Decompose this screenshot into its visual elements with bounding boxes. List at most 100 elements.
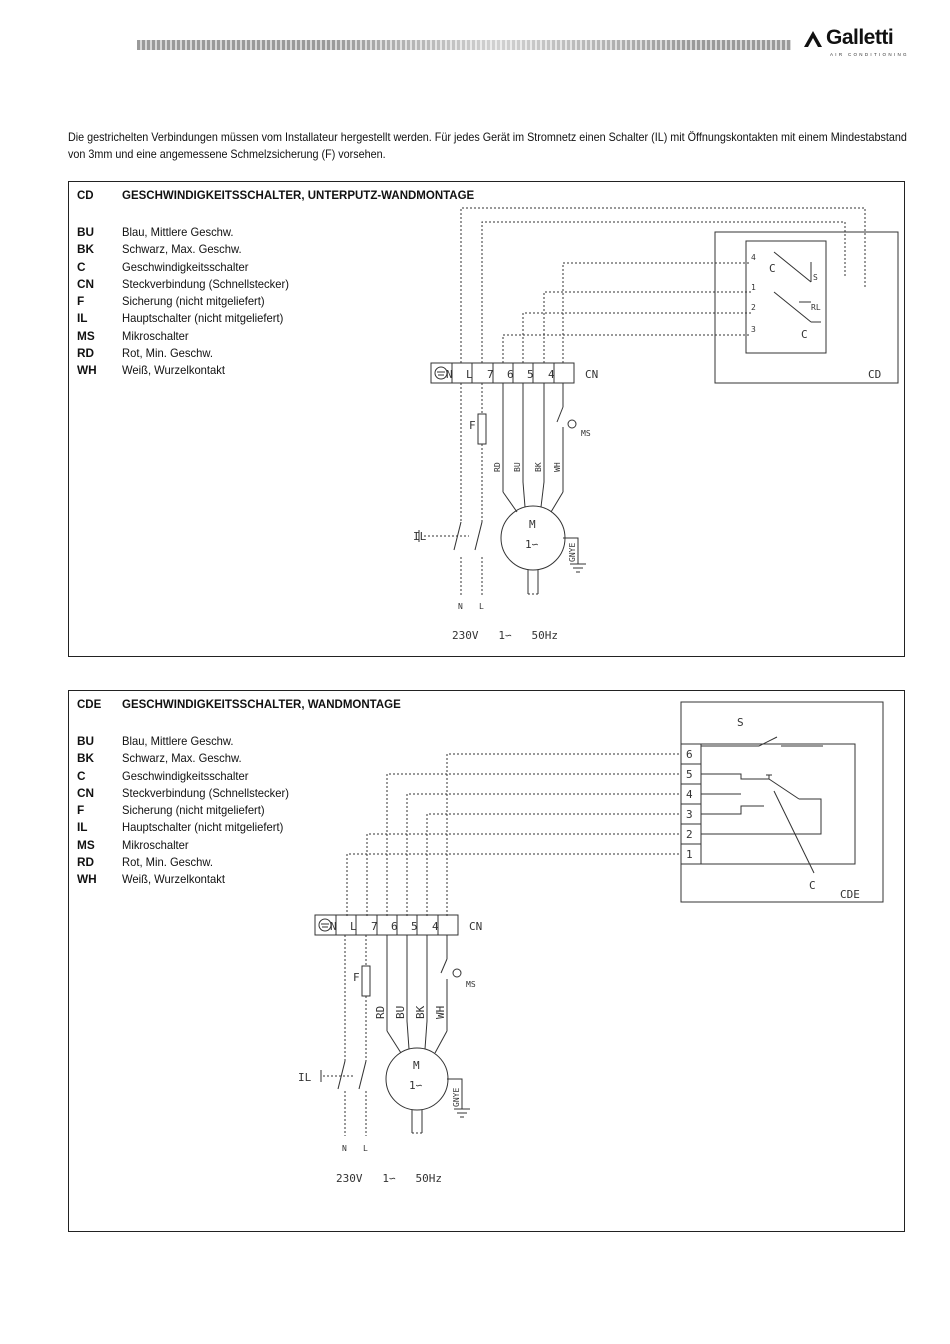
switch-label: RL [811, 303, 821, 312]
supply-label: 230V 1∽ 50Hz [452, 629, 558, 642]
legend-key: MS [77, 837, 95, 852]
microswitch-icon [452, 968, 462, 978]
legend-item: F Sicherung (nicht mitgeliefert) [77, 802, 298, 819]
brand-name: Galletti [826, 26, 894, 49]
legend-value: Sicherung (nicht mitgeliefert) [122, 803, 265, 818]
switch-label: S [737, 716, 744, 729]
panel-heading: GESCHWINDIGKEITSSCHALTER, WANDMONTAGE [122, 699, 401, 711]
legend-key: IL [77, 311, 88, 326]
microswitch-icon [567, 419, 577, 429]
supply-l: L [363, 1144, 368, 1153]
legend-key: RD [77, 346, 95, 361]
panel-code: CDE [77, 699, 102, 711]
supply-l: L [479, 602, 484, 611]
terminal-label: L [466, 368, 473, 381]
legend-key: BK [77, 751, 95, 766]
legend: BU Blau, Mittlere Geschw. BK Schwarz, Max.… [77, 733, 298, 889]
legend-item: RD Rot, Min. Geschw. [77, 854, 298, 871]
wire-label: BK [414, 1005, 427, 1019]
galletti-logo [804, 31, 822, 47]
legend-key: CN [77, 276, 95, 291]
legend-key: IL [77, 820, 88, 835]
terminal-label: 5 [527, 368, 534, 381]
legend-key: F [77, 803, 85, 818]
motor-label: M [413, 1059, 420, 1072]
legend-key: WH [77, 363, 97, 378]
switch-pin: 3 [686, 808, 693, 821]
microswitch-label: MS [581, 429, 591, 438]
wire-label: BU [394, 1006, 407, 1019]
switch-pin: 6 [686, 748, 693, 761]
ground-label: GNYE [452, 1088, 461, 1107]
switch-pin: 5 [686, 768, 693, 781]
wire-label: RD [493, 462, 502, 472]
wire-label: BK [534, 462, 543, 472]
switch-label: C [809, 879, 816, 892]
panel-code: CD [77, 190, 94, 202]
legend-item: BU Blau, Mittlere Geschw. [77, 733, 298, 750]
header-decoration-bar [137, 40, 791, 50]
brand-tagline: AIR CONDITIONING [830, 52, 909, 57]
legend-item: BK Schwarz, Max. Geschw. [77, 241, 298, 258]
wire-label: WH [553, 462, 562, 472]
legend-value: Blau, Mittlere Geschw. [122, 734, 234, 748]
switch-pin: 4 [751, 253, 756, 262]
ground-label: GNYE [568, 543, 577, 562]
intro-text: Die gestrichelten Verbindungen müssen vo… [68, 131, 907, 161]
legend-key: C [77, 259, 86, 274]
main-switch-label: IL [413, 530, 427, 543]
motor-label: M [529, 518, 536, 531]
switch-pin: 2 [686, 828, 693, 841]
switch-pin: 3 [751, 325, 756, 334]
connector-label: CN [469, 920, 482, 933]
terminal-label: 7 [487, 368, 494, 381]
legend-key: BK [77, 242, 95, 257]
terminal-label: 4 [548, 368, 555, 381]
panel-heading: GESCHWINDIGKEITSSCHALTER, UNTERPUTZ-WAND… [122, 190, 475, 202]
main-switch-label: IL [298, 1071, 312, 1084]
panel-title: CD GESCHWINDIGKEITSSCHALTER, UNTERPUTZ-WA… [77, 190, 474, 202]
legend-key: MS [77, 328, 95, 343]
legend-item: WH Weiß, Wurzelkontakt [77, 362, 298, 379]
panel-title: CDE GESCHWINDIGKEITSSCHALTER, WANDMONTAGE [77, 699, 401, 711]
legend-value: Steckverbindung (Schnellstecker) [122, 785, 289, 800]
motor-phase: 1∽ [525, 538, 539, 551]
legend-key: CN [77, 785, 95, 800]
terminal-label: 7 [371, 920, 378, 933]
legend-value: Schwarz, Max. Geschw. [122, 242, 242, 257]
legend-item: MS Mikroschalter [77, 837, 298, 854]
legend-value: Weiß, Wurzelkontakt [122, 363, 225, 378]
legend-value: Weiß, Wurzelkontakt [122, 872, 225, 887]
legend-value: Rot, Min. Geschw. [122, 855, 213, 870]
legend-item: IL Hauptschalter (nicht mitgeliefert) [77, 819, 298, 836]
legend-item: CN Steckverbindung (Schnellstecker) [77, 785, 298, 802]
terminal-label: 6 [507, 368, 514, 381]
wiring-diagram-cd: N L 7 6 5 4 CN CD F IL M 1∽ 230V 1∽ 50Hz… [413, 207, 899, 642]
terminal-label: N [446, 368, 453, 381]
supply-label: 230V 1∽ 50Hz [336, 1172, 442, 1185]
switch-box-label: CD [868, 368, 881, 381]
legend-value: Rot, Min. Geschw. [122, 346, 213, 361]
switch-pin: 1 [751, 283, 756, 292]
wire-label: RD [374, 1006, 387, 1019]
terminal-label: 4 [432, 920, 439, 933]
connector-label: CN [585, 368, 598, 381]
switch-pin: 4 [686, 788, 693, 801]
legend-value: Geschwindigkeitsschalter [122, 259, 249, 274]
legend-value: Mikroschalter [122, 837, 189, 852]
legend-key: BU [77, 734, 95, 748]
legend-value: Schwarz, Max. Geschw. [122, 751, 242, 766]
legend-key: RD [77, 855, 95, 870]
switch-pin: 2 [751, 303, 756, 312]
legend-value: Hauptschalter (nicht mitgeliefert) [122, 820, 284, 835]
legend-key: F [77, 294, 85, 309]
panel-cde: CDE GESCHWINDIGKEITSSCHALTER, WANDMONTAGE… [68, 690, 905, 1232]
legend-item: RD Rot, Min. Geschw. [77, 345, 298, 362]
legend-key: BU [77, 225, 95, 239]
